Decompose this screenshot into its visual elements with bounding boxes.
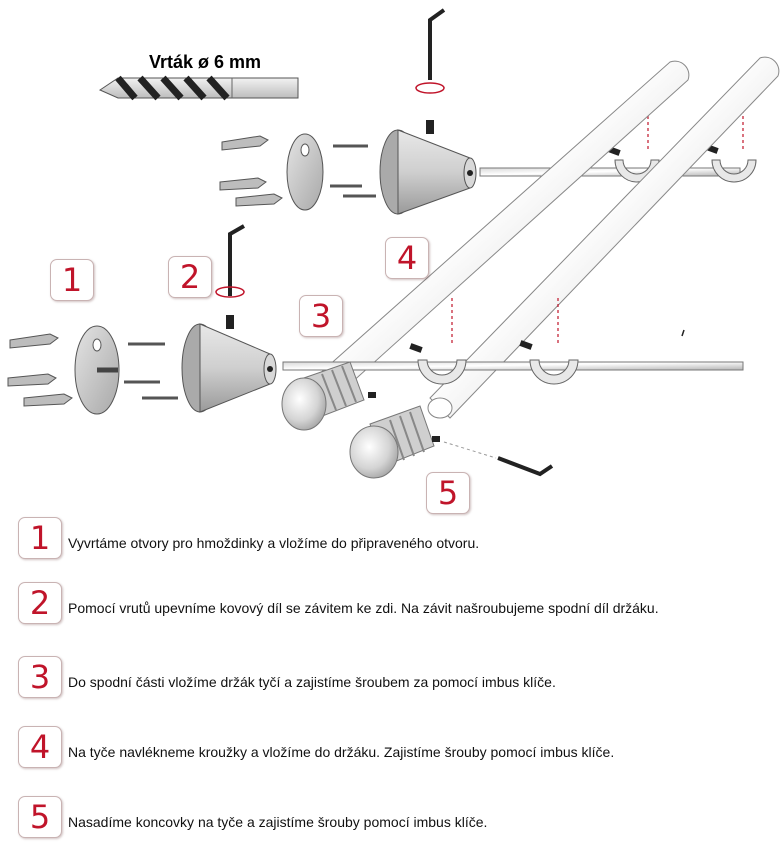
step-number-badge: 4 bbox=[18, 726, 62, 768]
step-number-badge: 5 bbox=[18, 796, 62, 838]
diagram-badge-2: 2 bbox=[168, 256, 212, 298]
diagram-badge-1: 1 bbox=[50, 259, 94, 301]
step-number-badge: 2 bbox=[18, 582, 62, 624]
step-number-badge: 3 bbox=[18, 656, 62, 698]
step-text: Do spodní části vložíme držák tyčí a zaj… bbox=[68, 674, 556, 690]
step-text: Pomocí vrutů upevníme kovový díl se závi… bbox=[68, 600, 659, 616]
allen-key-icon bbox=[428, 8, 446, 80]
end-cap-icon bbox=[281, 361, 435, 479]
step-number-badge: 1 bbox=[18, 517, 62, 559]
assembly-diagram bbox=[7, 8, 780, 479]
step-3: 3 Do spodní části vložíme držák tyčí a z… bbox=[18, 656, 768, 698]
wall-plugs-icon bbox=[219, 135, 283, 207]
mounting-plate-icon bbox=[286, 133, 324, 211]
step-4: 4 Na tyče navlékneme kroužky a vložíme d… bbox=[18, 726, 768, 768]
step-text: Na tyče navlékneme kroužky a vložíme do … bbox=[68, 744, 615, 760]
diagram-badge-3: 3 bbox=[299, 295, 343, 337]
step-5: 5 Nasadíme koncovky na tyče a zajistíme … bbox=[18, 796, 768, 838]
drill-bit-icon bbox=[98, 75, 299, 101]
diagram-badge-4: 4 bbox=[385, 237, 429, 279]
step-2: 2 Pomocí vrutů upevníme kovový díl se zá… bbox=[18, 582, 768, 624]
step-text: Nasadíme koncovky na tyče a zajistíme šr… bbox=[68, 814, 488, 830]
drill-size-label: Vrták ø 6 mm bbox=[149, 52, 262, 72]
step-1: 1 Vyvrtáme otvory pro hmoždinky a vložím… bbox=[18, 517, 768, 559]
diagram-badge-5: 5 bbox=[426, 472, 470, 514]
curtain-rod-icon bbox=[289, 56, 780, 421]
step-text: Vyvrtáme otvory pro hmoždinky a vložíme … bbox=[68, 535, 480, 551]
bracket-base-icon bbox=[379, 129, 477, 215]
